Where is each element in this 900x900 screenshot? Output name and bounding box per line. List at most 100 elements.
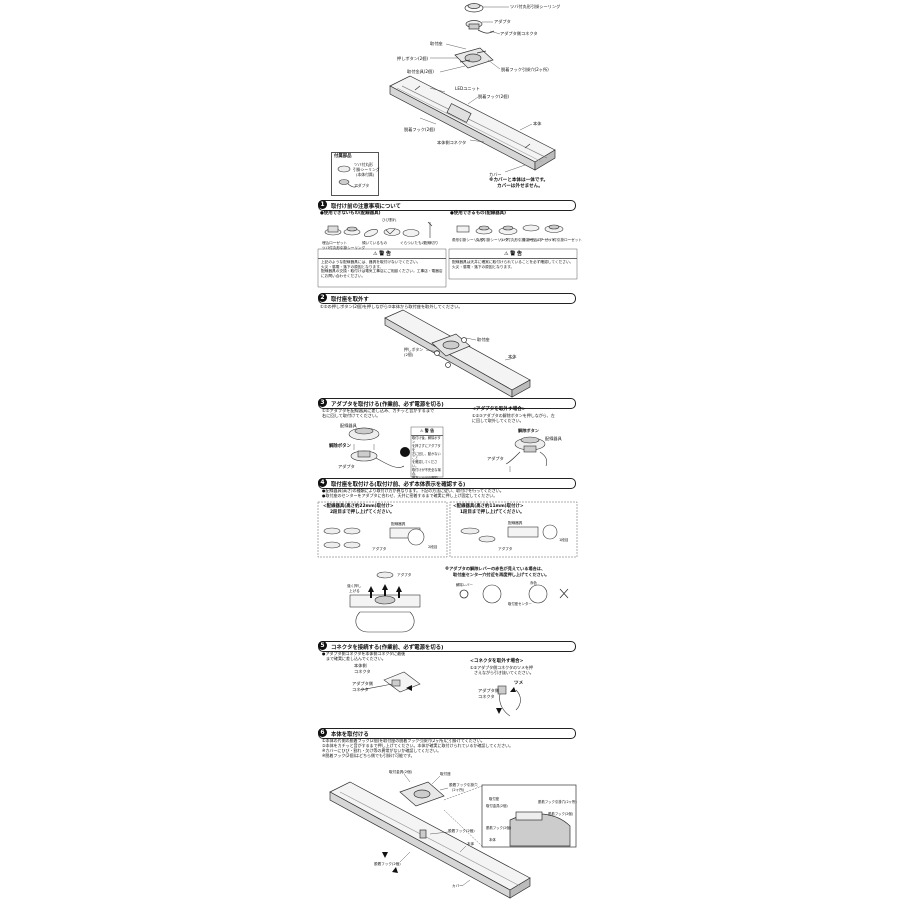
s3-warning-line: 左に回し、動かないこと: [412, 452, 441, 460]
s5-body-conn-1: 本体側: [354, 663, 367, 668]
accessory-box: 付属部品 ツバ付丸形 引掛シーリング (本体付属) アダプタ: [331, 152, 380, 196]
s4-right-title-2: 1段目まで押し上げてください。: [460, 510, 525, 515]
s6-cover: カバー: [452, 884, 463, 888]
s5-remove-desc-2: さえながら引き抜いてください。: [474, 670, 534, 675]
s3-remove-title: <アダプタを取外す場合>: [472, 407, 526, 412]
s6-hook-b: 脱着フック(2個): [374, 862, 401, 866]
section-1-title: 取付け前の注意事項について: [331, 204, 401, 210]
s4-adapter-label-right: アダプタ: [498, 547, 513, 551]
warning-line: 配線器具の交換・取付けは電気工事店にご相談ください。工事店・電器店: [321, 269, 443, 274]
s6-zoom-bracket: 取付金具(2個): [486, 804, 508, 808]
s2-mount-label: 取付座: [477, 337, 490, 342]
s4-desc-2: ●取付座のセンターをアダプタに合わせ、天井に密着するまで確実に押し上げ固定してく…: [322, 493, 498, 498]
section-4-header: 4 取付座を取付ける(取付け前、必ず本体表示を確認する): [318, 478, 576, 489]
s4-lever-note-2: 取付座センター穴付近を再度押し上げてください。: [453, 572, 550, 577]
section-5-header: 5 コネクタを接続する(作業前、必ず電源を切る): [318, 641, 576, 652]
cannot-item: 埋込ローゼット: [322, 241, 348, 245]
section-5-title: コネクタを接続する(作業前、必ず電源を切る): [331, 645, 444, 651]
s4-step-2: 2段目: [428, 545, 438, 549]
s6-desc-3: ※カバーにひび・割れ・欠け等の異常がないか確認してください。: [322, 748, 442, 753]
s3-remove-release: 解除ボタン: [518, 428, 539, 433]
warning-line: 火災・感電・落下の原因となります。: [321, 264, 384, 269]
cannot-item: 配線切り: [424, 241, 439, 245]
s3-remove-adapter: アダプタ: [487, 456, 504, 461]
adapter-label: アダプタ: [494, 19, 511, 24]
warning-line: 上記のような配線器具には、器具を取付けないでください。: [321, 260, 421, 264]
s2-button-label: 押しボタン(2個): [404, 347, 423, 357]
warning-line: 火災・感電・落下の原因となります。: [452, 264, 515, 269]
cannot-item: ひび割れ: [382, 218, 397, 222]
s3-warning-line: 取付け後、解除ボタン: [412, 436, 441, 444]
s6-hook-hole: 脱着フック引掛穴: [449, 783, 478, 787]
section-3-header: 3 アダプタを取付ける(作業前、必ず電源を切る): [318, 398, 576, 409]
section-2-title: 取付座を取外す: [331, 297, 369, 303]
warning-title: ⚠ 警 告: [318, 249, 446, 259]
s4-lever-note-1: ※アダプタの解除レバーの赤色が見えている場合は、: [445, 566, 546, 571]
section-3-number: 3: [318, 398, 327, 407]
s5-desc-2: まで確実に差し込んでください。: [326, 656, 386, 661]
s6-desc-4: ※脱着フック(2個)はどちら側でも引掛け可能です。: [322, 753, 415, 758]
mount-base-label: 取付座: [430, 41, 443, 46]
s4-wiring-label: 配線器具: [391, 522, 406, 526]
s3-desc-1: ①②アダプタを配線器具に差し込み、カチッと音がするまで: [322, 408, 435, 413]
detach-hook2-label: 脱着フック(2個): [404, 127, 436, 132]
s4-desc-1: ●配線器具(高さ)の種類により取付け方が異なります。下記の方法に従い、取付けを行…: [322, 488, 504, 493]
push-button-label: 押しボタン(2個): [397, 56, 429, 61]
s3-warning-line: 取付けが不完全な場合、: [412, 468, 441, 476]
section-4-title: 取付座を取付ける(取付け前、必ず本体表示を確認する): [331, 482, 466, 488]
s5-adapter-conn-2: コネクタ: [352, 687, 369, 692]
accessory-item-4: アダプタ: [354, 183, 370, 188]
s6-hook-hole-2: (2ヶ所): [452, 788, 465, 792]
section-6-title: 本体を取付ける: [331, 732, 369, 738]
cannot-item: 傾いているもの: [362, 241, 388, 245]
warning-line: にお問い合わせください。: [321, 273, 366, 278]
s3-desc-2: 右に回して取付けてください。: [322, 413, 381, 418]
cannot-item: ぐらついたもの: [400, 241, 426, 245]
can-use-title: ●使用できるもの(配線器具): [450, 211, 507, 216]
s5-rm-adapter-2: コネクタ: [478, 694, 495, 699]
ceiling-label: ツバ付丸形引掛シーリング: [510, 4, 561, 9]
s6-hook: 脱着フック(2個): [448, 829, 475, 833]
s5-adapter-conn-1: アダプタ側: [352, 681, 373, 686]
s6-desc-2: ②本体をカチッと音がするまで押し上げてください。本体が確実に取付けられているか確…: [322, 743, 514, 748]
s5-tsume-label: ツメ: [514, 681, 524, 686]
s6-desc-1: ①本体の片側の脱着フック(2個)を取付座の脱着フック引掛穴(2ヶ所)に引掛けてく…: [322, 738, 485, 743]
section-1-header: 1 取付け前の注意事項について: [318, 200, 576, 211]
body-label: 本体: [533, 121, 542, 126]
accessory-item-2: 引掛シーリング: [353, 167, 380, 172]
section-1-number: 1: [318, 200, 327, 209]
section-2-desc: ①②の押しボタン(2個)を押しながら③本体から取付座を取外してください。: [320, 304, 463, 309]
section-5-number: 5: [318, 641, 327, 650]
accessory-drawing: [337, 165, 359, 188]
s3-warning-line: を確認してください。: [412, 460, 438, 468]
s6-zoom-mount: 取付座: [489, 797, 500, 801]
s4-adapter-label: アダプタ: [372, 547, 387, 551]
adapter-connector-label: アダプタ側コネクタ: [500, 31, 538, 36]
accessory-title: 付属部品: [334, 154, 352, 159]
s4-push-label-2: 上げる: [349, 589, 360, 593]
cannot-item: ツバ付丸形引掛シーリング: [322, 246, 366, 250]
accessory-item-3: (本体付属): [356, 172, 375, 177]
warning-right: ⚠ 警 告 配線器具は天井に確実に取付けられていることを必ず確認してください。 …: [449, 249, 577, 270]
s4-right-title-1: <配線器具(高さ約11mm)取付け>: [453, 504, 524, 509]
cannot-use-title: ●使用できないもの(配線器具): [320, 211, 381, 216]
s6-body: 本体: [467, 842, 475, 846]
s3-remove-wiring: 配線器具: [545, 436, 562, 441]
can-item: ツバ付引掛ローゼット: [546, 238, 582, 242]
s3-remove-desc-1: ①②③アダプタの解除ボタンを押しながら、左: [472, 413, 555, 418]
warning-line: 配線器具は天井に確実に取付けられていることを必ず確認してください。: [452, 260, 574, 264]
section-2-number: 2: [318, 293, 327, 302]
detach-hook-label: 脱着フック(2個): [478, 94, 510, 99]
s4-left-title-2: 2段目まで押し上げてください。: [330, 510, 395, 515]
s6-mount-bracket: 取付金具(2個): [389, 770, 413, 774]
can-item: ツバ付丸形引掛シーリング: [500, 238, 544, 242]
s6-zoom-body: 本体: [489, 838, 496, 842]
s5-remove-desc-1: ①②アダプタ側コネクタのツメを押: [470, 665, 534, 670]
can-item: 丸形引掛シーリング: [476, 238, 509, 242]
